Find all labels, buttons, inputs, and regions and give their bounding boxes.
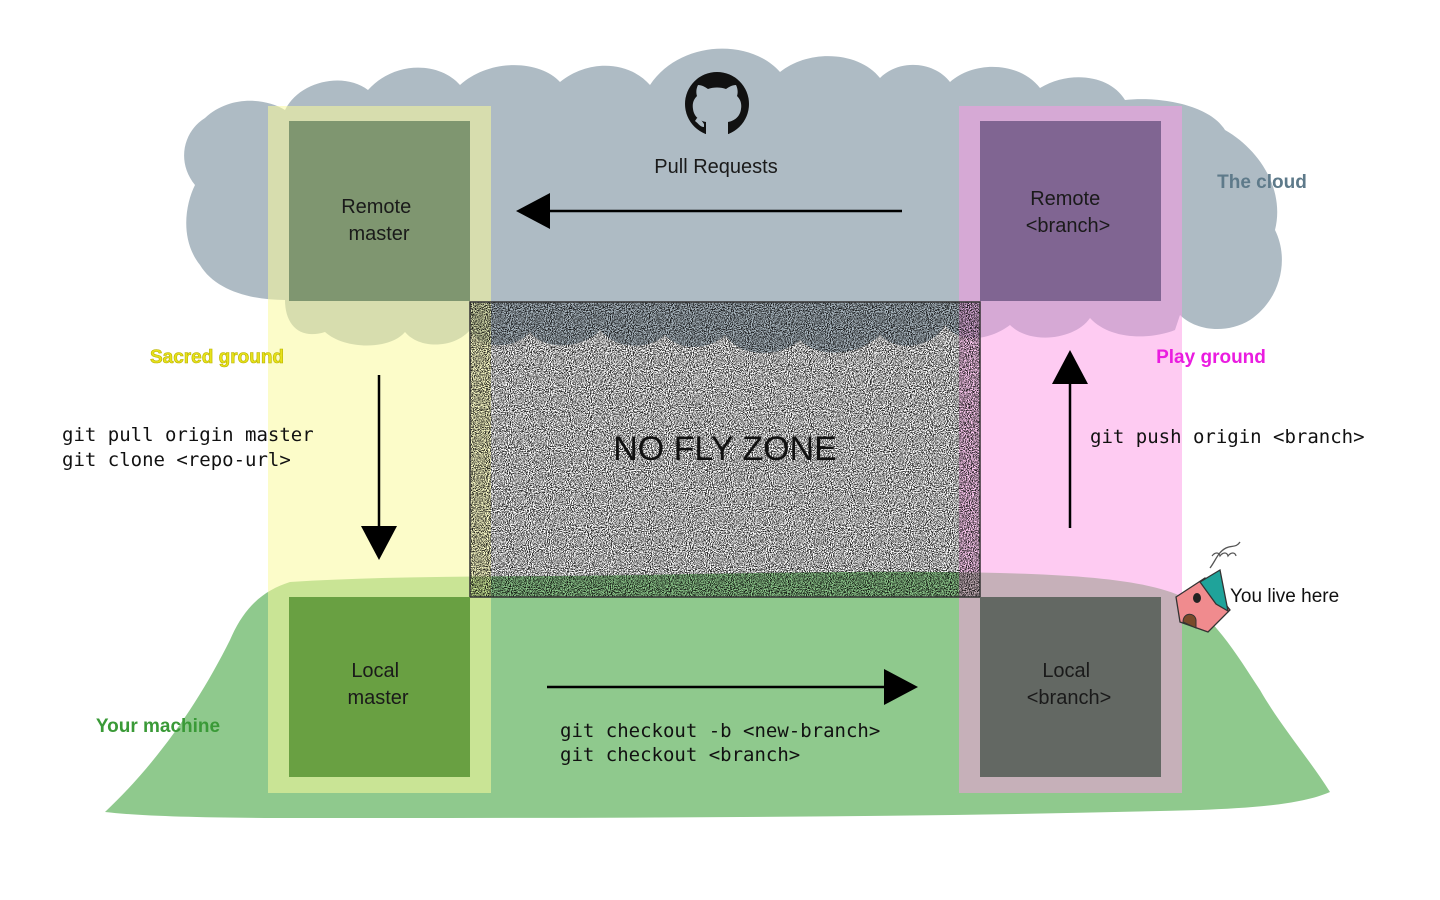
push-command: git push origin <branch> xyxy=(1090,426,1365,448)
house-icon xyxy=(1175,541,1241,633)
checkout-arrow xyxy=(547,669,918,705)
no-fly-zone-label: NO FLY ZONE xyxy=(613,430,837,468)
no-fly-zone-border xyxy=(469,301,981,598)
github-logo-icon xyxy=(685,72,749,136)
pull-clone-arrow xyxy=(361,375,397,560)
pull-clone-commands: git pull origin master git clone <repo-u… xyxy=(62,424,325,471)
pull-requests-label: Pull Requests xyxy=(654,156,777,178)
checkout-commands: git checkout -b <new-branch> git checkou… xyxy=(560,720,892,766)
remote-branch-box xyxy=(980,121,1161,301)
remote-master-box xyxy=(289,121,470,301)
house-label: You live here xyxy=(1230,586,1339,607)
local-branch-box xyxy=(980,597,1161,777)
no-fly-zone-noise xyxy=(470,302,980,597)
push-arrow xyxy=(1052,350,1088,528)
cloud-label: The cloud xyxy=(1217,172,1307,193)
remote-branch-label: Remote <branch> xyxy=(1026,188,1111,237)
local-master-label: Local master xyxy=(347,660,408,709)
local-branch-label: Local <branch> xyxy=(1027,660,1112,709)
remote-master-label: Remote master xyxy=(341,196,417,245)
play-ground-label: Play ground xyxy=(1156,347,1266,368)
pull-request-arrow xyxy=(516,193,902,229)
local-master-box xyxy=(289,597,470,777)
your-machine-label: Your machine xyxy=(96,716,220,737)
sacred-ground-label: Sacred ground xyxy=(150,347,284,368)
